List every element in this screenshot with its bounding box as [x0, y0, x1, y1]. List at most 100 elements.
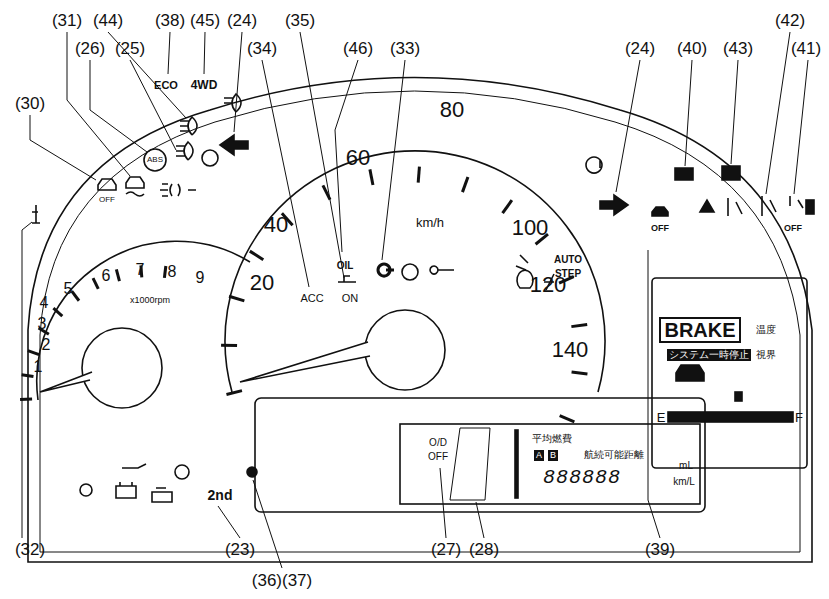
master-warning-icon [700, 200, 714, 212]
callout-number: (30) [15, 95, 45, 112]
icon-text: ACC [300, 293, 323, 304]
callout-number: (27) [431, 541, 461, 558]
callout-number: (42) [775, 12, 805, 29]
speed-number: 20 [250, 272, 274, 294]
gauge-tick [22, 375, 34, 377]
gauge-tick [462, 177, 467, 192]
speed-number: 100 [512, 217, 549, 239]
gauge-tick [116, 269, 119, 281]
rpm-number: 5 [64, 281, 73, 297]
lcd-text: O/D [429, 438, 447, 448]
fuel-mark: E [657, 411, 666, 424]
turn-right-arrow [600, 195, 628, 215]
icon-text: OFF [784, 224, 802, 233]
fuel-mark: F [795, 411, 803, 424]
icon-text: ABS [147, 156, 163, 164]
lcd-text: mL [679, 461, 693, 471]
gauge-tick [571, 324, 587, 326]
gauge-tick [370, 169, 373, 185]
callout-number: (33) [390, 40, 420, 57]
lcd-digits: 888888 [543, 468, 621, 488]
icon-text: OFF [99, 196, 115, 204]
callout-number: (28) [469, 541, 499, 558]
icon-text: 4WD [191, 79, 218, 91]
rpm-number: 1 [34, 359, 43, 375]
callout-number: (46) [343, 40, 373, 57]
speed-number: 140 [552, 339, 589, 361]
speed-bezel [225, 151, 605, 392]
skid-icon [126, 177, 144, 196]
speed-number: 80 [440, 99, 464, 121]
display-text: 視界 [756, 350, 776, 360]
brake-icon [202, 150, 218, 166]
gauge-tick [221, 344, 237, 347]
callout-number: (34) [247, 40, 277, 57]
abs-ring [144, 149, 166, 171]
unit-text: x1000rpm [130, 296, 170, 305]
rpm-number: 4 [40, 295, 49, 311]
gauge-tick [229, 296, 244, 301]
lcd-text: B [548, 450, 558, 461]
temp-icon [32, 205, 40, 223]
gauge-tick [72, 291, 79, 301]
rpm-number: 9 [196, 270, 205, 286]
airbag-icon [516, 255, 528, 270]
battery-icon [116, 482, 136, 498]
icon-text: STEP [555, 269, 581, 279]
icon-text: ECO [154, 80, 178, 91]
gauge-tick [164, 266, 165, 278]
display-text: 温度 [756, 325, 776, 335]
callout-number: (24) [625, 40, 655, 57]
lcd-divider [515, 430, 518, 498]
reset-knob [80, 484, 92, 496]
turn-left-arrow [220, 135, 248, 155]
gauge-tick [250, 251, 263, 260]
rpm-number: 7 [136, 262, 145, 278]
fog-icon [160, 184, 196, 196]
rpm-number: 2 [42, 337, 51, 353]
brake-support-off-icon [652, 207, 668, 216]
callout-number: (36)(37) [252, 572, 312, 589]
lcd-text: km/L [673, 477, 695, 487]
callout-number: (40) [677, 40, 707, 57]
display-text: システム一時停止 [667, 349, 751, 361]
lcd-text: 航続可能距離 [584, 450, 644, 460]
lcd-text: OFF [428, 452, 448, 462]
tire-icon [586, 157, 602, 173]
immobilizer-icon [430, 266, 454, 274]
lane-off-icon [790, 196, 803, 208]
engine-icon [152, 488, 172, 502]
callout-number: (24) [227, 12, 257, 29]
gauge-tick [572, 372, 588, 374]
callout-number: (45) [190, 12, 220, 29]
tach-arc [37, 241, 250, 400]
shift-indicator [450, 428, 490, 500]
gauge-tick [503, 200, 512, 213]
callout-number: (35) [285, 12, 315, 29]
icon-text: AUTO [554, 255, 582, 265]
speed-hub [365, 310, 445, 390]
rpm-number: 8 [168, 264, 177, 280]
speed-number: 40 [264, 214, 288, 236]
icon-text: ON [342, 293, 359, 304]
lane-icon [728, 198, 742, 216]
fuel-bar [668, 412, 793, 422]
cluster-housing [28, 78, 812, 563]
collision-warning-icon [675, 168, 693, 180]
cluster-inner-rim [40, 91, 800, 552]
rpm-number: 6 [102, 268, 111, 284]
rpm-number: 3 [38, 316, 47, 332]
at-icon [175, 465, 189, 479]
lcd-text: A [534, 450, 544, 461]
icon-text: OFF [651, 224, 669, 233]
car-icon [676, 365, 704, 381]
gauge-tick [418, 167, 419, 183]
headlamp-icon [176, 142, 193, 160]
fuel-icon [735, 392, 742, 401]
oil-change-icon [338, 276, 356, 282]
high-beam-icon [224, 94, 241, 112]
callout-number: (44) [93, 12, 123, 29]
auto-high-beam-icon [180, 117, 197, 135]
gear-indicator: 2nd [208, 488, 233, 502]
